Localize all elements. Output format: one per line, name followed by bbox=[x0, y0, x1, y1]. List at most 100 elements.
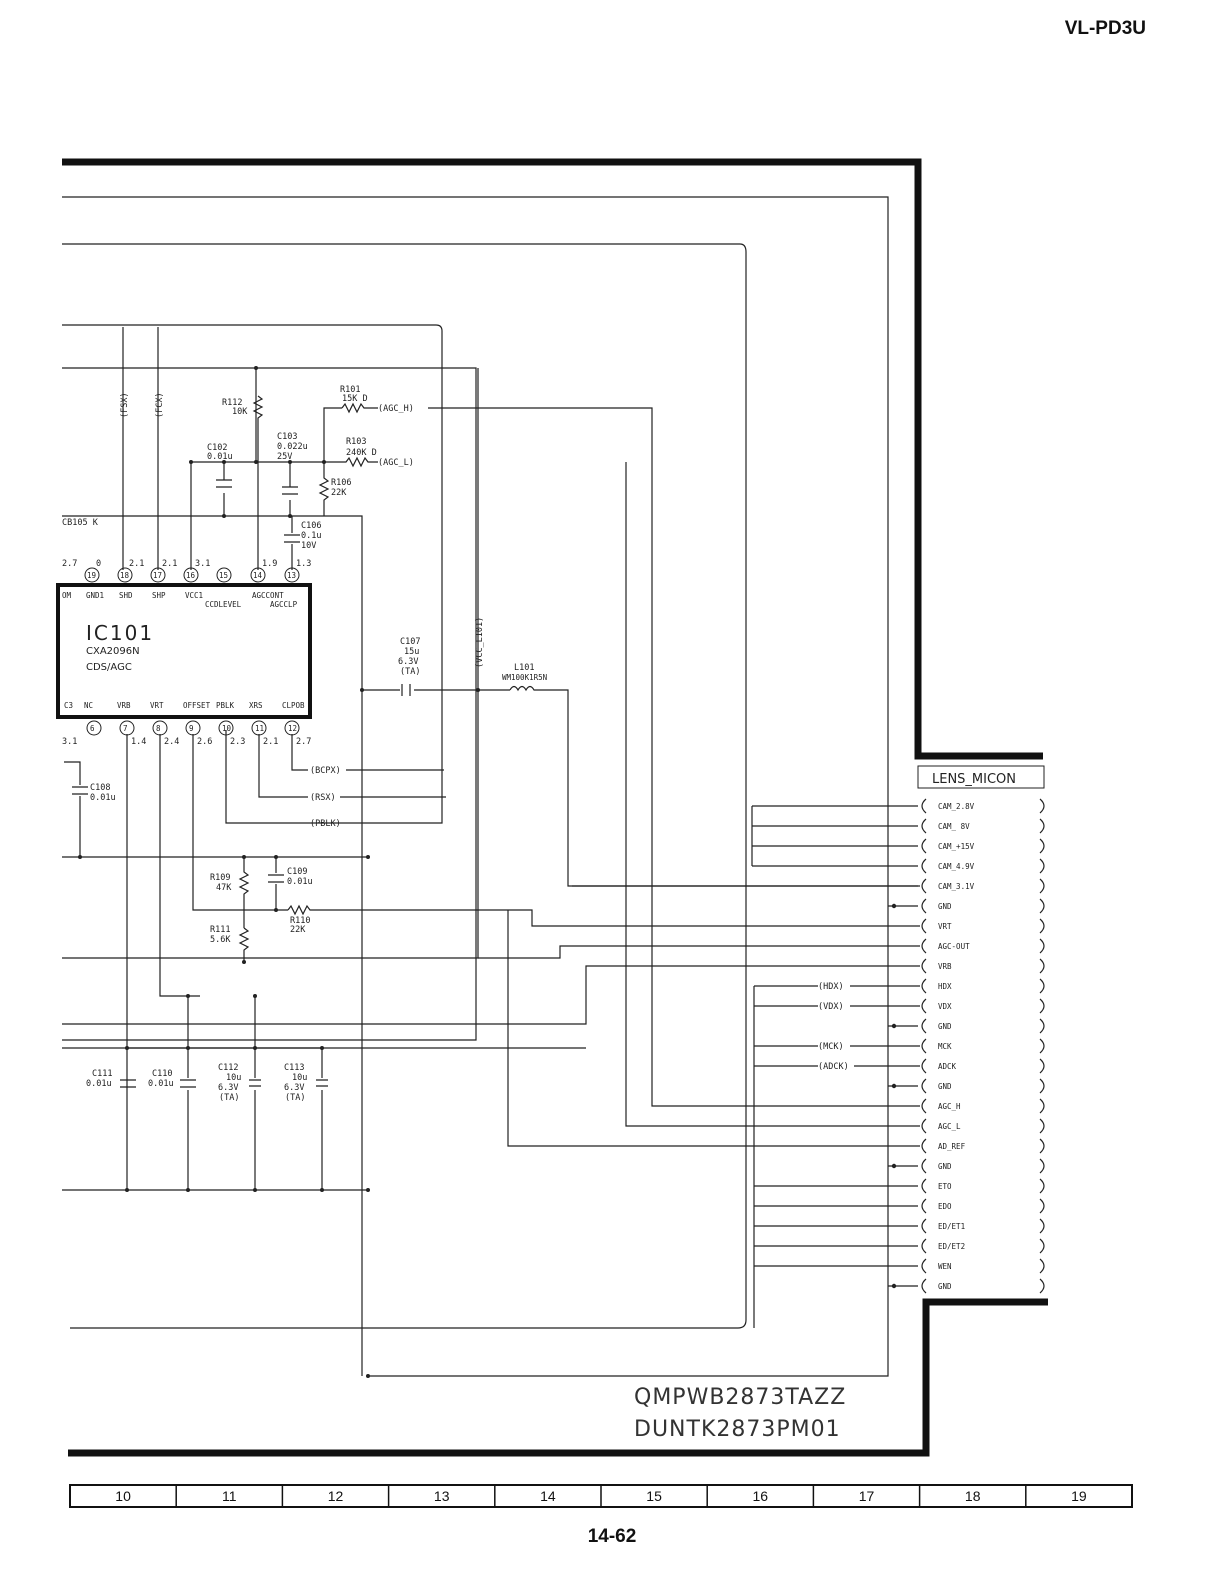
wire bbox=[62, 243, 747, 1329]
connector-pin-socket bbox=[1039, 1258, 1045, 1274]
ic-pin-number: 12 bbox=[288, 724, 297, 733]
ic-pin-label: XRS bbox=[249, 701, 263, 710]
junction-dot bbox=[125, 1188, 129, 1192]
connector-pin-socket bbox=[1039, 1038, 1045, 1054]
net-pblk: (PBLK) bbox=[310, 819, 341, 829]
r106-ref: R106 bbox=[331, 478, 351, 488]
c108-val: 0.01u bbox=[90, 793, 116, 803]
connector-pin-socket bbox=[921, 978, 927, 994]
ic-pin-number: 7 bbox=[123, 724, 128, 733]
connector-pin-socket bbox=[921, 918, 927, 934]
connector-pin-label: GND bbox=[938, 1282, 952, 1291]
connector-pin-socket bbox=[1039, 878, 1045, 894]
grid-column-label: 10 bbox=[115, 1488, 131, 1504]
r103-zigzag bbox=[324, 456, 378, 468]
connector-pin-label: CAM_ 8V bbox=[938, 822, 970, 831]
l101-coil bbox=[509, 685, 920, 887]
c111-ref: C111 bbox=[92, 1069, 112, 1079]
wire bbox=[507, 910, 920, 1147]
wire bbox=[323, 407, 342, 462]
ic-top-left-voltage: 2.7 bbox=[62, 559, 77, 569]
connector-pin-socket bbox=[921, 878, 927, 894]
model-number: VL-PD3U bbox=[1064, 18, 1146, 39]
ic-pin-voltage: 3.1 bbox=[195, 559, 210, 569]
ic-bottom-left-label: C3 bbox=[64, 701, 73, 710]
wire bbox=[258, 734, 308, 798]
board-outline bbox=[62, 158, 1043, 760]
ic-pin-voltage: 2.6 bbox=[197, 737, 212, 747]
connector-pin-label: AGC-OUT bbox=[938, 942, 970, 951]
c107-val3: (TA) bbox=[400, 667, 420, 677]
ic-pin-voltage: 2.3 bbox=[230, 737, 245, 747]
connector-pin-socket bbox=[921, 898, 927, 914]
ic-pin-label: PBLK bbox=[216, 701, 235, 710]
ic-pin-number: 9 bbox=[189, 724, 194, 733]
c112-ref: C112 bbox=[218, 1063, 238, 1073]
c112-val3: (TA) bbox=[219, 1093, 239, 1103]
ic-pin-voltage: 2.7 bbox=[296, 737, 311, 747]
junction-dot bbox=[366, 855, 370, 859]
connector-pin-socket bbox=[1039, 818, 1045, 834]
net-fsx: (FSX) bbox=[120, 392, 130, 418]
r112-zigzag bbox=[252, 395, 264, 570]
connector-pin-socket bbox=[1039, 1138, 1045, 1154]
net-vdx: (VDX) bbox=[818, 1002, 844, 1012]
connector-pin-socket bbox=[921, 1078, 927, 1094]
connector-pin-socket bbox=[921, 1018, 927, 1034]
c103-val2: 25V bbox=[277, 452, 292, 462]
ic-pin-label: VRB bbox=[117, 701, 131, 710]
net-vcc-l101: (VCC_L101) bbox=[475, 617, 485, 668]
grid-column-label: 12 bbox=[328, 1488, 344, 1504]
ic-sub-agcclp: AGCCLP bbox=[270, 600, 298, 609]
cb-label: CB105 K bbox=[62, 518, 99, 528]
junction-dot bbox=[366, 1374, 370, 1378]
ic-pin-voltage: 2.1 bbox=[129, 559, 144, 569]
connector-pin-label: GND bbox=[938, 902, 952, 911]
ic-pin bbox=[117, 567, 133, 583]
connector-pin-label: EDO bbox=[938, 1202, 952, 1211]
connector-pin-label: GND bbox=[938, 1162, 952, 1171]
junction-dot bbox=[274, 908, 278, 912]
junction-dot bbox=[288, 514, 292, 518]
r109-zigzag bbox=[238, 857, 250, 928]
wire bbox=[159, 734, 200, 997]
net-hdx: (HDX) bbox=[818, 982, 844, 992]
connector-pin-socket bbox=[1039, 1278, 1045, 1294]
wire bbox=[62, 196, 889, 1377]
r111-ref: R111 bbox=[210, 925, 230, 935]
ic-pin-label: VCC1 bbox=[185, 591, 203, 600]
ic-pin-label: AGCCONT bbox=[252, 591, 284, 600]
ic-pin-number: 17 bbox=[153, 571, 162, 580]
connector-pin-label: AGC_H bbox=[938, 1102, 961, 1111]
connector-pin-label: AGC_L bbox=[938, 1122, 961, 1131]
connector-pin-label: CAM_3.1V bbox=[938, 882, 975, 891]
grid-column-label: 16 bbox=[753, 1488, 769, 1504]
ic101-body bbox=[56, 583, 312, 719]
connector-pin-socket bbox=[1039, 998, 1045, 1014]
junction-dot bbox=[186, 994, 190, 998]
grid-column-label: 18 bbox=[965, 1488, 981, 1504]
net-rsx: (RSX) bbox=[310, 793, 336, 803]
c111-val: 0.01u bbox=[86, 1079, 112, 1089]
junction-dot bbox=[360, 688, 364, 692]
junction-dot bbox=[186, 1188, 190, 1192]
connector-pin-socket bbox=[1039, 1018, 1045, 1034]
c109-ref: C109 bbox=[287, 867, 307, 877]
connector-pin-label: ED/ET2 bbox=[938, 1242, 965, 1251]
ic-pin-label: SHP bbox=[152, 591, 166, 600]
junction-dot bbox=[366, 1188, 370, 1192]
c112-val: 10u bbox=[226, 1073, 241, 1083]
c108-plates bbox=[72, 786, 88, 795]
ic-pin-voltage: 1.4 bbox=[131, 737, 146, 747]
c102-plates bbox=[216, 479, 232, 488]
connector-pin-label: CAM_4.9V bbox=[938, 862, 975, 871]
l101-val: WM100K1R5N bbox=[502, 673, 547, 682]
connector-pin-socket bbox=[921, 1038, 927, 1054]
c109-val: 0.01u bbox=[287, 877, 313, 887]
connector-pin-label: WEN bbox=[938, 1262, 952, 1271]
grid-column-label: 13 bbox=[434, 1488, 450, 1504]
ic-pin-label: CLPOB bbox=[282, 701, 305, 710]
junction-dot bbox=[222, 514, 226, 518]
r103-val: 240K D bbox=[346, 448, 377, 458]
page-number: 14-62 bbox=[587, 1526, 637, 1547]
